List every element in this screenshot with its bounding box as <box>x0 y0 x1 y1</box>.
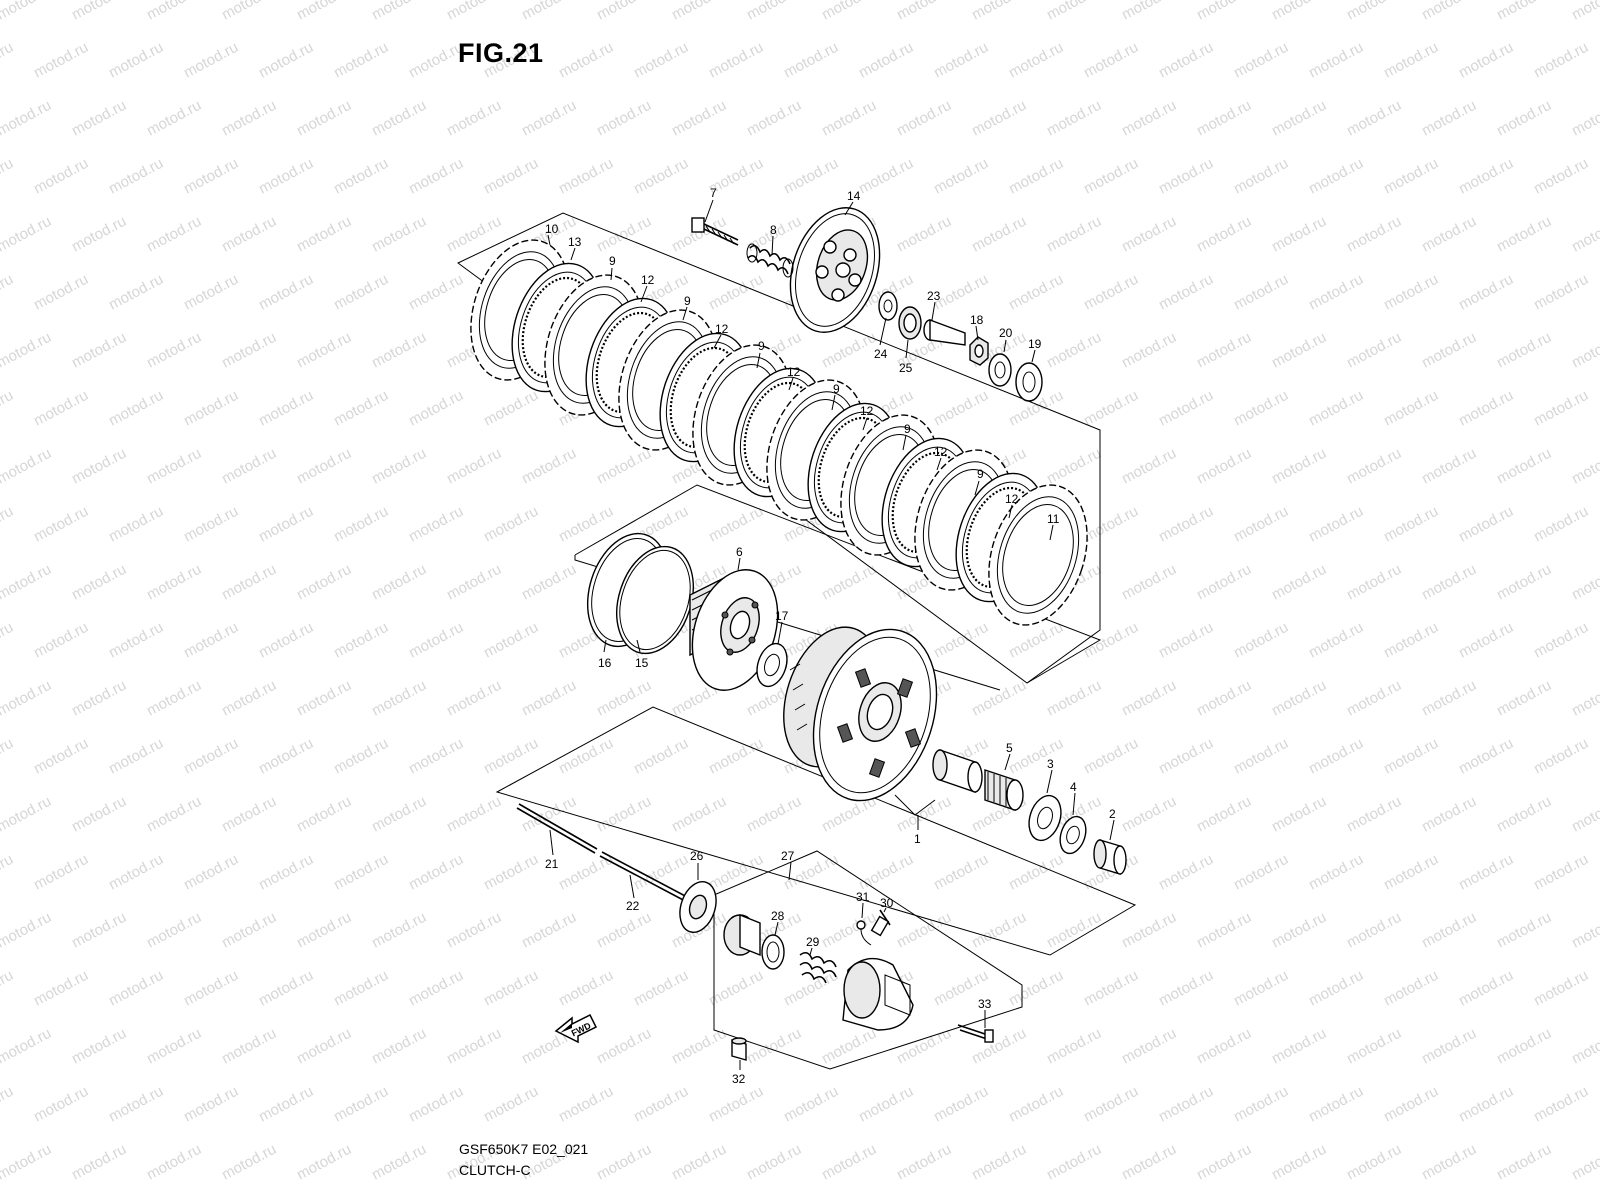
callout-25: 25 <box>899 361 913 375</box>
bearing-25 <box>898 306 922 340</box>
nut-18 <box>969 336 989 366</box>
dowel-pin-32 <box>731 1037 747 1061</box>
callout-14: 14 <box>847 189 861 203</box>
release-cylinder-outline <box>713 850 1023 1070</box>
model-code: GSF650K7 E02_021 <box>459 1141 589 1157</box>
callout-23: 23 <box>927 289 941 303</box>
release-cylinder-body <box>842 957 914 1031</box>
callout-8: 8 <box>770 223 777 237</box>
callout-9f: 9 <box>977 467 984 481</box>
leader-lines <box>547 199 1115 1070</box>
pressure-plate <box>789 207 881 333</box>
washer-3 <box>1028 794 1062 842</box>
callout-17: 17 <box>775 609 789 623</box>
callout-9c: 9 <box>758 339 765 353</box>
housing-group-outline <box>495 706 1137 956</box>
callout-1: 1 <box>914 832 921 846</box>
plate-stack-outline <box>457 212 1101 684</box>
callout-9e: 9 <box>904 422 911 436</box>
push-rod-22 <box>599 851 690 903</box>
callout-12b: 12 <box>715 322 729 336</box>
callout-4: 4 <box>1070 780 1077 794</box>
section-name: CLUTCH-C <box>459 1162 531 1178</box>
callout-27: 27 <box>781 849 795 863</box>
callout-16: 16 <box>598 656 612 670</box>
callout-26: 26 <box>690 849 704 863</box>
callout-12e: 12 <box>934 445 948 459</box>
callout-21: 21 <box>545 857 559 871</box>
piston-seal-28 <box>761 934 785 970</box>
spring-washer-15 <box>616 545 694 655</box>
callout-28: 28 <box>771 909 785 923</box>
callout-2: 2 <box>1109 807 1116 821</box>
spring-8 <box>746 243 794 278</box>
piston-28 <box>723 913 761 957</box>
clutch-housing <box>783 626 938 816</box>
callout-12f: 12 <box>1005 492 1019 506</box>
washer-20 <box>988 353 1012 387</box>
callout-15: 15 <box>635 656 649 670</box>
washer-17 <box>756 642 788 688</box>
callout-20: 20 <box>999 326 1013 340</box>
clutch-plate-stack <box>470 239 1088 626</box>
callout-32: 32 <box>732 1072 746 1086</box>
callout-9a: 9 <box>609 254 616 268</box>
callout-7: 7 <box>710 186 717 200</box>
bolt-7 <box>691 217 739 246</box>
callout-30: 30 <box>880 896 894 910</box>
clutch-sleeve-hub <box>689 569 779 691</box>
callout-12c: 12 <box>787 365 801 379</box>
push-rod-21 <box>516 803 598 854</box>
washer-24 <box>878 291 898 321</box>
needle-bearing-5 <box>984 769 1024 811</box>
callout-19: 19 <box>1028 337 1042 351</box>
callout-31: 31 <box>856 890 870 904</box>
plate-stack-outline-2 <box>574 484 1102 684</box>
callout-33: 33 <box>978 997 992 1011</box>
forward-direction-arrow <box>554 1013 598 1044</box>
spring-29 <box>799 951 837 984</box>
callout-10: 10 <box>545 222 559 236</box>
callout-13: 13 <box>568 235 582 249</box>
collar-2 <box>1093 839 1127 875</box>
bolt-33 <box>957 1024 994 1043</box>
figure-title: FIG.21 <box>458 38 544 68</box>
callout-9d: 9 <box>833 382 840 396</box>
callout-29: 29 <box>806 935 820 949</box>
cap-31 <box>856 920 872 946</box>
callout-3: 3 <box>1047 757 1054 771</box>
callout-9b: 9 <box>684 294 691 308</box>
callout-22: 22 <box>626 899 640 913</box>
callout-labels: 10 13 9 12 9 12 9 12 9 12 9 12 9 12 11 7… <box>545 186 1116 1086</box>
callout-18: 18 <box>970 313 984 327</box>
bleeder-valve-30 <box>870 909 891 937</box>
drive-plate <box>988 484 1088 626</box>
washer-4 <box>1059 815 1087 855</box>
callout-11: 11 <box>1047 512 1060 526</box>
push-piece-23 <box>923 318 966 346</box>
housing-bushing <box>932 749 983 793</box>
callout-12d: 12 <box>860 404 874 418</box>
callout-24: 24 <box>874 347 888 361</box>
callout-6: 6 <box>736 545 743 559</box>
oil-seal-26 <box>679 881 717 933</box>
washer-19 <box>1015 362 1043 402</box>
callout-12a: 12 <box>641 273 655 287</box>
callout-5: 5 <box>1006 741 1013 755</box>
